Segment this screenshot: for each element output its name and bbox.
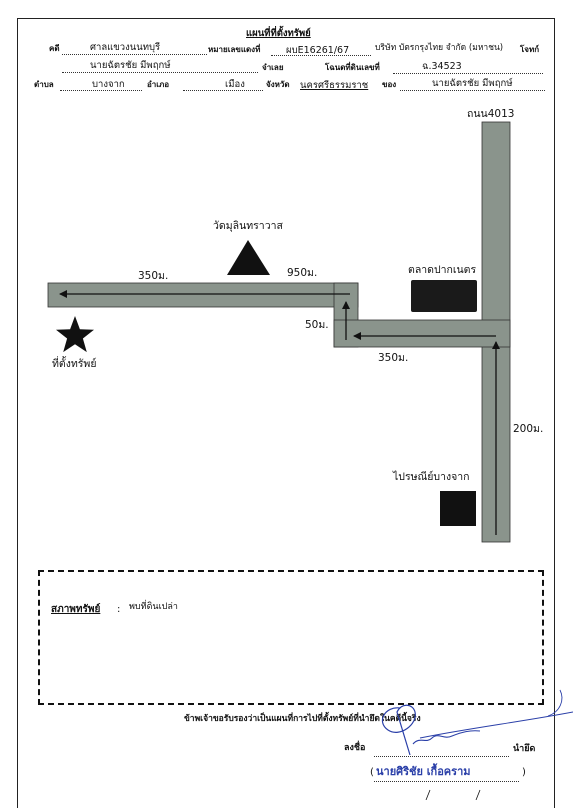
province-value: นครศรีธรรมราช <box>300 80 369 91</box>
district-value: เมือง <box>225 79 245 90</box>
document-frame <box>17 18 555 808</box>
subdistrict-value: บางจาก <box>92 79 125 90</box>
owner-label: ของ <box>382 80 397 89</box>
sign-label: ลงชื่อ <box>344 743 366 753</box>
deed-value: ฉ.34523 <box>422 61 462 72</box>
distance-50: 50ม. <box>305 319 329 331</box>
document-title: แผนที่ที่ตั้งทรัพย์ <box>246 28 311 39</box>
distance-350-mid: 350ม. <box>378 352 409 364</box>
temple-triangle-icon <box>227 240 270 275</box>
district-label: อำเภอ <box>147 80 170 89</box>
temple-label: วัดมุลินทราวาส <box>213 220 283 232</box>
signer-role: นำยึด <box>513 744 536 754</box>
property-star-icon <box>56 316 94 353</box>
condition-value: พบที่ดินเปล่า <box>129 602 178 612</box>
case-label: คดี <box>49 44 60 53</box>
name-open-paren: ( <box>370 767 374 778</box>
road-label: ถนน4013 <box>467 108 515 120</box>
plaintiff-label: โจทก์ <box>520 45 540 54</box>
road-east <box>333 319 511 348</box>
name-close-paren: ) <box>522 767 526 778</box>
case-no-value: ผบE16261/67 <box>286 45 350 56</box>
owner-value: นายฉัตรชัย มีพฤกษ์ <box>432 78 513 89</box>
certification-text: ข้าพเจ้าขอรับรองว่าเป็นแผนที่การไปที่ตั้… <box>184 714 421 724</box>
condition-colon: : <box>117 604 121 615</box>
case-no-label: หมายเลขแดงที่ <box>208 45 261 54</box>
post-office-label: ไปรษณีย์บางจาก <box>393 471 470 483</box>
distance-350-top: 350ม. <box>138 270 169 282</box>
post-office-square-icon <box>440 491 476 526</box>
roads <box>47 121 511 543</box>
province-label: จังหวัด <box>266 80 290 89</box>
road-west <box>47 282 359 308</box>
signer-name: นายศิริชัย เกื้อคราม <box>376 765 471 778</box>
property-label: ที่ตั้งทรัพย์ <box>52 358 97 370</box>
condition-box <box>38 570 544 705</box>
condition-label: สภาพทรัพย์ <box>51 604 101 615</box>
distance-200: 200ม. <box>513 423 544 435</box>
deed-label: โฉนดที่ดินเลขที่ <box>325 63 380 72</box>
defendant-label: จำเลย <box>262 63 284 72</box>
distance-950: 950ม. <box>287 267 318 279</box>
subdistrict-label: ตำบล <box>34 80 54 89</box>
market-label: ตลาดปากเนตร <box>408 264 477 276</box>
court-value: ศาลแขวงนนทบุรี <box>90 42 161 53</box>
defendant-value: นายฉัตรชัย มีพฤกษ์ <box>90 60 171 71</box>
market-square-icon <box>411 280 477 312</box>
plaintiff-value: บริษัท บัตรกรุงไทย จำกัด (มหาชน) <box>375 43 504 53</box>
